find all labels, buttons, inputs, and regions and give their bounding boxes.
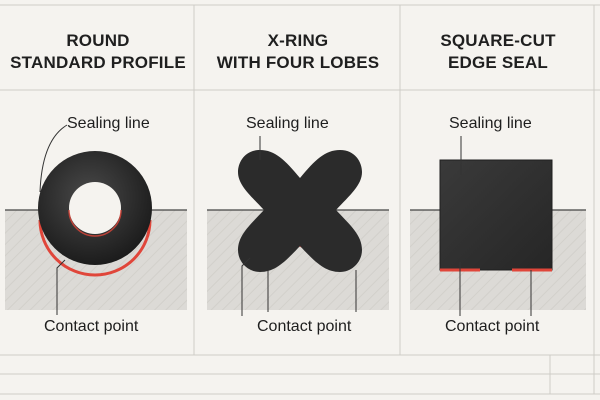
- contact-point-label: Contact point: [257, 318, 352, 335]
- title-line: X-RING: [267, 31, 329, 50]
- contact-highlight: [38, 219, 152, 277]
- panel-x-ring: [207, 136, 389, 316]
- sealing-line-label: Sealing line: [246, 115, 329, 132]
- sealing-line-label: Sealing line: [67, 115, 150, 132]
- panel-title-square-cut: SQUARE-CUT EDGE SEAL: [400, 30, 596, 74]
- title-line: WITH FOUR LOBES: [216, 53, 380, 72]
- contact-point-label: Contact point: [44, 318, 139, 335]
- x-ring-seal: [238, 150, 362, 272]
- contact-point-label: Contact point: [445, 318, 540, 335]
- sealing-line-label: Sealing line: [449, 115, 532, 132]
- panel-round: [5, 124, 187, 315]
- panel-title-round: ROUND STANDARD PROFILE: [0, 30, 196, 74]
- title-line: ROUND: [66, 31, 130, 50]
- square-seal: [439, 159, 553, 271]
- title-line: SQUARE-CUT: [440, 31, 556, 50]
- grid-lines: [0, 4, 600, 395]
- panel-square-cut: [410, 136, 586, 316]
- panel-title-x-ring: X-RING WITH FOUR LOBES: [200, 30, 396, 74]
- title-line: EDGE SEAL: [447, 53, 549, 72]
- title-line: STANDARD PROFILE: [10, 53, 186, 72]
